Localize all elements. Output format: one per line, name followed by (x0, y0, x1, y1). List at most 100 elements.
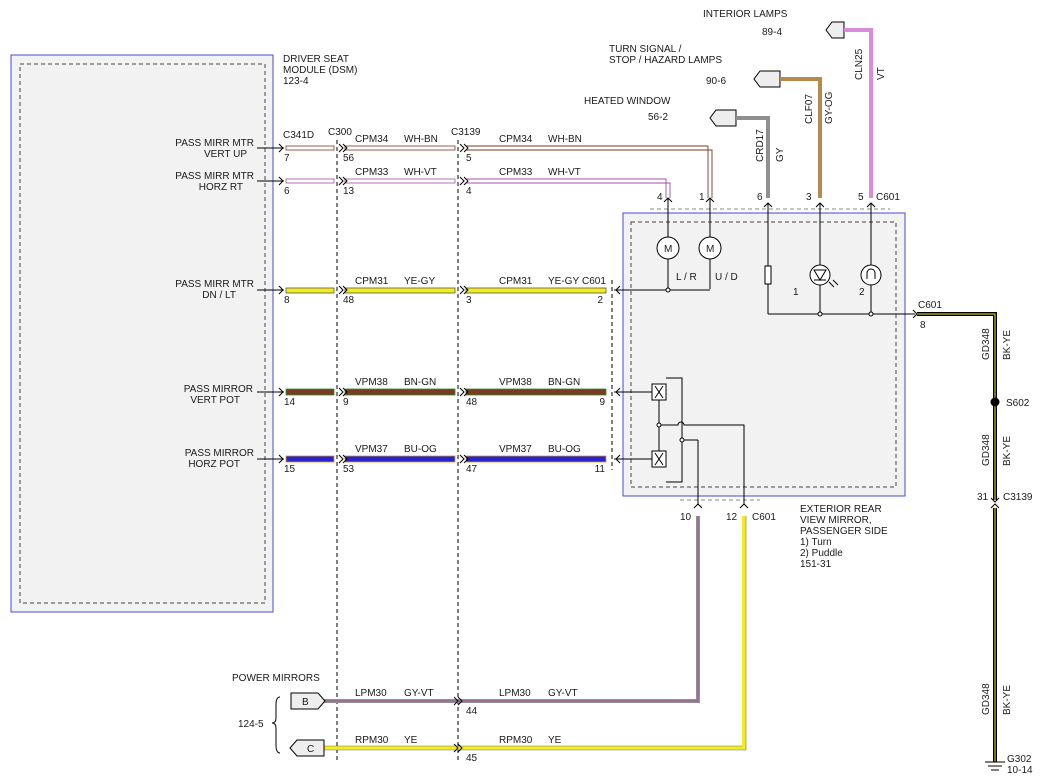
label-whbn-b: WH-BN (548, 134, 582, 145)
pin-dsm-15: 15 (284, 464, 296, 475)
pin-lamp-5: 5 (858, 192, 864, 203)
label-g302: G302 (1007, 754, 1032, 765)
pin-c3139-45: 45 (466, 753, 478, 764)
label-vpm37-a: VPM37 (355, 444, 388, 455)
label-vpm37-b: VPM37 (499, 444, 532, 455)
label-bngn-a: BN-GN (404, 377, 436, 388)
label-gy: GY (775, 147, 786, 162)
label-whvt-a: WH-VT (404, 167, 437, 178)
label-cpm31-a: CPM31 (355, 276, 389, 287)
feed-interior-lamps-ref: 89-4 (762, 27, 782, 38)
connector-b (290, 692, 326, 710)
wire-rpm30-edge (324, 516, 747, 751)
dsm-module-box (10, 54, 274, 613)
motor-ud-label: U / D (715, 272, 738, 283)
label-yegy-b: YE-GY (548, 276, 579, 287)
pin-c300-48: 48 (343, 295, 355, 306)
pin-c3139-3: 3 (466, 295, 472, 306)
feed-heated-window-ref: 56-2 (648, 112, 668, 123)
label-gyvt-b: GY-VT (548, 688, 578, 699)
label-crd17: CRD17 (755, 129, 766, 162)
label-clf07: CLF07 (804, 94, 815, 124)
connector-c300: C300 (328, 127, 352, 138)
pin-label-dn-lt-1: PASS MIRR MTR (175, 279, 254, 290)
splice-s602 (990, 397, 1000, 407)
pin-c300-13: 13 (343, 186, 355, 197)
pin-label-horz-pot-2: HORZ POT (188, 459, 240, 470)
label-vt: VT (876, 67, 887, 80)
pin-motor-1: 1 (699, 192, 705, 203)
lamp-1-label: 1 (793, 287, 799, 298)
label-rpm30-b: RPM30 (499, 735, 533, 746)
label-buog-a: BU-OG (404, 444, 437, 455)
pin-c300-56: 56 (343, 153, 355, 164)
dsm-title-2: MODULE (DSM) (283, 65, 357, 76)
wire-cpm34 (285, 145, 713, 198)
label-gd348-a: GD348 (981, 328, 992, 360)
feed-turn-signal-ref: 90-6 (706, 76, 726, 87)
label-g302-ref: 10-14 (1007, 765, 1033, 776)
pin-c3139-44: 44 (466, 706, 478, 717)
pin-c3139-4: 4 (466, 186, 472, 197)
dsm-ref: 123-4 (283, 76, 309, 87)
label-vpm38-a: VPM38 (355, 377, 388, 388)
feed-power-mirrors: POWER MIRRORS (232, 673, 320, 684)
pin-c3139-48: 48 (466, 397, 478, 408)
pin-label-vert-up-2: VERT UP (204, 149, 247, 160)
pin-label-vert-up-1: PASS MIRR MTR (175, 138, 254, 149)
pin-label-dn-lt-2: DN / LT (202, 290, 236, 301)
feed-turn-signal-1: TURN SIGNAL / (609, 44, 682, 55)
pin-label-vert-pot-1: PASS MIRROR (184, 384, 253, 395)
mirror-title-1: EXTERIOR REAR (800, 504, 882, 515)
label-whbn-a: WH-BN (404, 134, 438, 145)
wire-vpm38 (285, 388, 607, 396)
label-bkye-b: BK-YE (1002, 436, 1013, 466)
potentiometer-assembly (614, 377, 745, 505)
label-s602: S602 (1006, 398, 1030, 409)
connector-b-label: B (302, 697, 309, 708)
label-gd348-b: GD348 (981, 434, 992, 466)
pin-motor-4: 4 (657, 192, 663, 203)
label-lpm30-a: LPM30 (355, 688, 387, 699)
wire-crd17 (736, 116, 770, 198)
ground-symbol-g302 (985, 761, 1005, 771)
label-lpm30-b: LPM30 (499, 688, 531, 699)
label-cpm33-b: CPM33 (499, 167, 533, 178)
label-ye-b: YE (548, 735, 562, 746)
mirror-note-2: 2) Puddle (800, 548, 843, 559)
motor-lr (656, 198, 680, 289)
pin-c3139-31: 31 (977, 492, 989, 503)
feed-interior-lamps: INTERIOR LAMPS (703, 9, 788, 20)
pin-dsm-7: 7 (284, 153, 290, 164)
feed-turn-signal-2: STOP / HAZARD LAMPS (609, 55, 722, 66)
label-rpm30-a: RPM30 (355, 735, 389, 746)
c3139-bottom-chevrons (453, 696, 463, 753)
label-cpm34-b: CPM34 (499, 134, 533, 145)
pin-dsm-14: 14 (284, 397, 296, 408)
label-bngn-b: BN-GN (548, 377, 580, 388)
connector-chevrons (278, 143, 621, 464)
label-yegy-a: YE-GY (404, 276, 435, 287)
pin-c601-10: 10 (680, 512, 692, 523)
pin-c601-8: 8 (920, 320, 926, 331)
feed-heated-window: HEATED WINDOW (584, 96, 671, 107)
dsm-pin-stubs (257, 147, 284, 460)
pin-label-vert-pot-2: VERT POT (190, 395, 240, 406)
lamp-2-label: 2 (859, 287, 865, 298)
label-buog-b: BU-OG (548, 444, 581, 455)
pin-dsm-6: 6 (284, 186, 290, 197)
motor-lr-letter: M (664, 244, 672, 255)
label-c601-row3: C601 (582, 276, 606, 287)
label-bkye-a: BK-YE (1002, 330, 1013, 360)
feed-power-mirrors-ref: 124-5 (238, 719, 264, 730)
pot-junction (656, 422, 662, 428)
motor-ud (698, 198, 722, 289)
label-cln25: CLN25 (854, 48, 865, 80)
connector-c (289, 739, 325, 757)
pin-lamp-6: 6 (757, 192, 763, 203)
power-mirrors-brace (271, 696, 281, 754)
pin-c300-9: 9 (343, 397, 349, 408)
dsm-title-1: DRIVER SEAT (283, 54, 349, 65)
connector-c-label: C (307, 744, 314, 755)
motor-lr-label: L / R (676, 272, 697, 283)
